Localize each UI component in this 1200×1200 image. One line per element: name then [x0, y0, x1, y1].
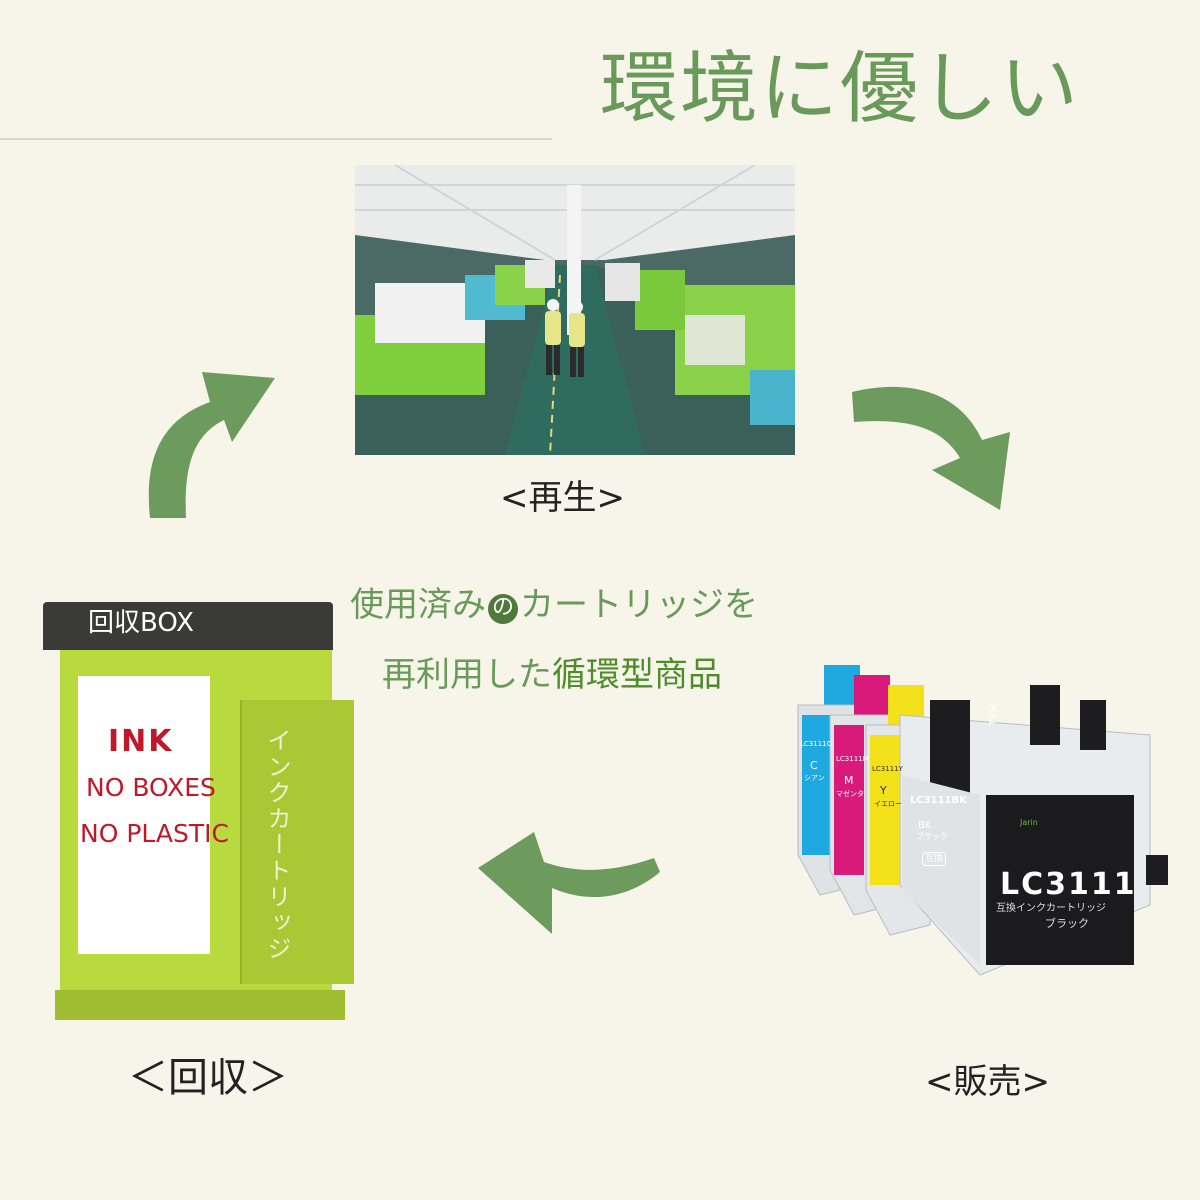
cartridge-code-cyan: LC3111C: [800, 740, 832, 748]
arrow-left-icon: [478, 832, 660, 934]
ink-cartridge-set: [790, 655, 1190, 1010]
heading-divider: [0, 138, 552, 140]
cartridge-letter-magenta: M: [844, 774, 854, 787]
cartridge-brand-mark: Jarin: [1020, 818, 1038, 827]
cartridge-pull-label: PULL: [986, 703, 997, 727]
stage-regenerate-label: <再生>: [500, 478, 625, 518]
arrow-down-right-icon: [852, 386, 1010, 510]
cartridge-code-yellow: LC3111Y: [872, 765, 903, 773]
cartridge-letter-cyan: C: [810, 759, 818, 772]
recycle-box-lid: [43, 602, 333, 650]
recycle-box-side: [240, 700, 354, 984]
arrow-up-right-icon: [148, 372, 275, 518]
message-text: 再利用した: [382, 655, 552, 695]
cartridge-model: LC3111: [1000, 867, 1137, 902]
panel-title: INK: [108, 724, 174, 759]
panel-no-boxes: NO BOXES: [86, 773, 216, 802]
stage-collect-label: ＜回収＞: [128, 1055, 288, 1101]
message-text: 使用済み: [350, 585, 486, 625]
cartridge-subtitle: 互換インクカートリッジ: [996, 903, 1106, 914]
cartridge-bk-code: LC3111BK: [910, 795, 967, 806]
cartridge-kana-yellow: イエロー: [874, 800, 902, 808]
stage-sale-label: <販売>: [925, 1062, 1050, 1102]
cartridge-kana-magenta: マゼンタ: [836, 790, 864, 798]
cartridge-kana-cyan: シアン: [804, 774, 825, 782]
recycle-box-side-label: インクカートリッジ: [263, 728, 291, 962]
cartridge-letter-yellow: Y: [880, 784, 887, 797]
cartridge-compat-badge: 互換: [922, 852, 947, 866]
cartridge-code-magenta: LC3111M: [836, 755, 869, 763]
cartridge-color-label: ブラック: [1045, 917, 1089, 930]
particle-badge: の: [488, 594, 518, 624]
recycle-box-base: [55, 990, 345, 1020]
cartridge-bk-short: BK: [918, 820, 932, 831]
cartridge-black: [899, 685, 1168, 976]
panel-no-plastic: NO PLASTIC: [80, 819, 229, 848]
message-line-2: 再利用した循環型商品: [382, 655, 722, 695]
recycle-box-panel: [78, 676, 210, 954]
message-text: カートリッジを: [520, 585, 758, 625]
recycle-box-lid-label: 回収BOX: [88, 608, 194, 638]
message-emphasis: 循環型商品: [552, 655, 722, 695]
page-heading: 環境に優しい: [600, 44, 1081, 134]
factory-photo: [355, 165, 795, 455]
message-line-1: 使用済みのカートリッジを: [350, 585, 758, 625]
cartridge-bk-kana: ブラック: [916, 832, 948, 841]
